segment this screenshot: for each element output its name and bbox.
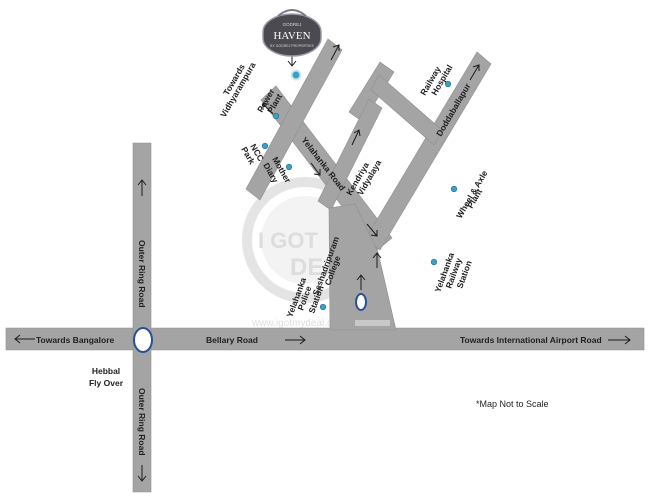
- arrow-yelahanka-mid: [310, 162, 321, 176]
- logo-tagline: GODREJ: [283, 22, 302, 27]
- junction-wedge: [328, 203, 397, 331]
- label-outer-ring-road-bottom: Outer Ring Road: [137, 388, 147, 456]
- bellary-road: [5, 327, 645, 351]
- arrow-wedge-up-1: [372, 252, 382, 268]
- watermark-text-1: I GOT: [258, 228, 318, 253]
- outer-ring-road: [132, 142, 152, 493]
- wheel-axle-marker: [450, 185, 458, 193]
- arrow-bangalore: [14, 334, 35, 344]
- arrow-north-road: [330, 44, 340, 61]
- arrow-airport: [608, 335, 631, 345]
- arrow-yelahanka-upper: [262, 103, 274, 115]
- haven-logo: GODREJ HAVEN BY GODREJ PROPERTIES: [262, 9, 322, 57]
- doddaballapur-road: [365, 51, 492, 251]
- road-arrows: [14, 44, 631, 482]
- landmark-markers: [261, 80, 458, 311]
- railway-hospital-marker: [444, 80, 452, 88]
- roads: [5, 38, 645, 493]
- hebbal-flyover-marker: [133, 327, 153, 353]
- logo-crest-icon: [277, 9, 307, 17]
- railway-connector-road: [370, 74, 443, 146]
- police-station-marker: [319, 303, 327, 311]
- wedge-shadow: [355, 320, 390, 326]
- label-hebbal-1: Hebbal: [92, 366, 120, 376]
- arrow-orr-south: [137, 465, 147, 482]
- arrow-wedge-up-2: [356, 274, 366, 290]
- logo-sub: BY GODREJ PROPERTIES: [270, 44, 314, 48]
- map-scale-note: *Map Not to Scale: [476, 399, 549, 409]
- label-towards-bangalore: Towards Bangalore: [36, 335, 115, 345]
- label-hebbal-2: Fly Over: [89, 378, 124, 388]
- power-plant-marker: [272, 112, 280, 120]
- label-towards-airport: Towards International Airport Road: [460, 335, 602, 345]
- vidhyaranpura-road: [245, 38, 343, 201]
- arrow-bellary-east: [285, 335, 306, 345]
- label-bellary-road: Bellary Road: [206, 335, 258, 345]
- arrow-orr-north: [137, 179, 147, 196]
- logo-name: HAVEN: [273, 30, 310, 42]
- arrow-yelahanka-lower: [366, 223, 378, 237]
- ncc-park-marker: [261, 142, 269, 150]
- project-location-marker: [290, 69, 302, 81]
- mother-diary-marker: [285, 163, 293, 171]
- label-outer-ring-road-top: Outer Ring Road: [137, 240, 147, 308]
- arrow-kendriya-up: [351, 129, 361, 146]
- watermark-url: www.igotmydeal.com: [251, 318, 346, 329]
- railway-station-marker: [430, 258, 438, 266]
- arrow-logo-down: [287, 55, 297, 67]
- watermark: I GOT DEAL www.igotmydeal.com: [242, 177, 368, 329]
- arrow-doddaballapur: [469, 64, 480, 81]
- yelahanka-junction-marker: [355, 293, 367, 311]
